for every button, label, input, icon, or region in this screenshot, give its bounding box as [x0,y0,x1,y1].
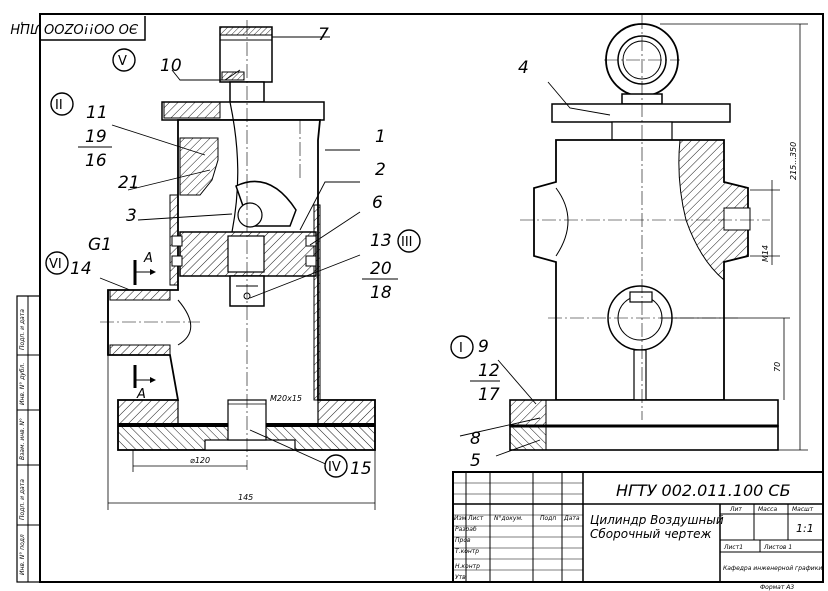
role-dev: Разраб [455,526,477,533]
roman-i: I [459,341,463,356]
title-block-text: НГТУ 002.011.100 СБ Цилиндр Воздушный Сб… [454,481,822,591]
balloon-9: 9 [478,337,489,357]
side-dimensions [660,23,808,451]
roman-iv: IV [328,460,341,475]
balloon-2: 2 [375,160,386,180]
balloon-11: 11 [86,103,108,123]
side-stamp-5: Подп. и дата [19,309,26,350]
scale-value: 1:1 [796,522,814,535]
dim-m14: М14 [761,245,770,262]
role-check: Пров [455,537,471,544]
side-stamp-2: Подп. и дата [19,479,26,520]
balloon-5: 5 [470,451,481,471]
dim-145: 145 [238,493,253,502]
balloon-12: 12 [478,361,500,381]
balloon-13: 13 [370,231,392,251]
dim-m20: М20х15 [270,394,302,403]
balloon-21: 21 [118,173,140,193]
section-a-top: А [143,251,153,266]
balloon-15: 15 [350,459,372,479]
rev-header-list: Лист [467,515,484,522]
balloon-6: 6 [372,193,383,213]
balloon-7: 7 [318,25,329,45]
sheet-format: Формат А3 [760,584,794,591]
balloon-18: 18 [370,283,392,303]
header-scale: Масшт [792,506,814,513]
drawing-frame [16,13,824,583]
code-stamp: ЭО ОО!!ОZОО ЛЦН [10,16,146,41]
organization: Кафедра инженерной графики [723,565,822,572]
sheets-total: Листов 1 [763,544,792,551]
section-a-bottom: А [136,387,146,402]
balloon-20: 20 [370,259,392,279]
balloon-3: 3 [126,206,137,226]
balloon-10: 10 [160,56,182,76]
balloon-4: 4 [518,58,529,78]
roman-v: V [118,54,127,69]
dim-dia120: ⌀120 [190,456,210,465]
rev-header-sign: Подп [540,515,556,522]
name-line1: Цилиндр Воздушный [590,513,724,527]
sheet-number: Лист1 [723,544,743,551]
front-dimensions [107,355,376,510]
side-stamp: Инв. N° подл Подп. и дата Взам. инв. N° … [19,309,26,575]
balloon-16: 16 [85,151,107,171]
rev-header-doc: N°докум. [494,515,523,522]
role-ncontrol: Н.контр [455,563,480,570]
title-block [452,471,824,583]
designation: НГТУ 002.011.100 СБ [616,481,791,500]
role-tcontrol: Т.контр [455,548,479,555]
header-lit: Лит [729,506,742,513]
code-stamp-text: ЭО ОО!!ОZОО ЛЦН [10,20,139,35]
balloon-17: 17 [478,385,500,405]
balloon-19: 19 [85,127,107,147]
roman-ii: II [55,98,63,113]
dim-70: 70 [773,362,782,372]
balloon-1: 1 [375,127,386,147]
roman-vi: VI [49,257,62,272]
rev-header-izm: Изм [454,515,467,522]
balloon-14: 14 [70,259,92,279]
name-line2: Сборочный чертеж [590,527,712,541]
roman-iii: III [401,235,413,250]
rev-header-date: Дата [563,515,580,522]
front-section-view [100,20,376,470]
label-g1: G1 [88,235,112,255]
roman-labels: V II III IV VI I [49,54,463,475]
dim-height: 215...350 [789,142,798,180]
header-mass: Масса [758,506,777,513]
leader-lines [99,36,611,467]
roman-marks [45,48,474,478]
side-stamp-4: Инв. N° дубл. [19,363,26,405]
side-stamp-1: Инв. N° подл [19,534,26,575]
side-stamp-3: Взам. инв. N° [19,418,26,460]
balloons: 7 10 11 19 16 21 3 1 2 6 13 20 18 G1 14 … [70,25,529,479]
balloon-8: 8 [470,429,481,449]
side-view [509,15,779,451]
role-approve: Утв [455,574,466,581]
